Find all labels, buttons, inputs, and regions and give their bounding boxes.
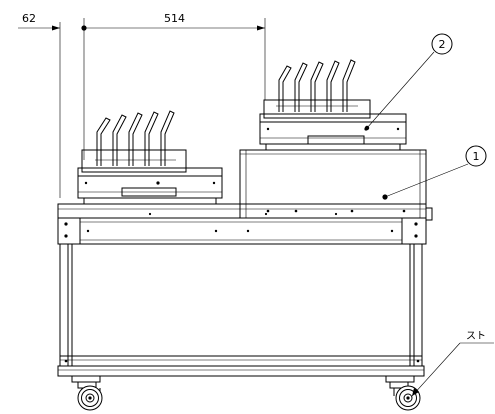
main-frame [57,203,427,377]
frame-gusset-right [401,217,427,245]
dimension-514-label: 514 [164,12,185,25]
caster-callout-label: スト [466,331,486,342]
dimension-group: 62 514 [18,12,266,198]
right-feed-slot [307,135,365,145]
left-feed-slot [121,187,177,197]
left-hopper-back [81,149,187,173]
balloon-2-circle [431,33,453,55]
frame-lower-rail [59,355,423,367]
frame-leg-right [413,243,423,367]
left-feeder-base [83,197,217,205]
right-feeder-body [259,121,407,145]
dimension-arrow-62 [52,25,60,31]
caster-callout-leader [411,342,461,397]
right-feeder-base [265,143,401,151]
caster-left [71,375,103,411]
dimension-arrow-514 [257,25,265,31]
balloon-1: 1 [384,145,487,198]
right-hopper-back [263,99,371,119]
frame-top-rail [57,203,427,219]
caster-callout: スト [411,331,494,397]
balloon-2-label: 2 [439,38,446,51]
right-cabinet-body [239,149,427,219]
frame-leg-left [59,243,69,367]
balloon-2-leader [366,51,435,129]
dimension-62-label: 62 [22,12,36,25]
right-feeder-unit [259,59,407,151]
balloon-1-leader [384,163,469,198]
balloon-1-label: 1 [473,150,480,163]
frame-upper-panel [79,217,403,245]
left-stacker-fingers [95,110,176,166]
right-cabinet [239,149,433,221]
balloon-1-circle [465,145,487,167]
frame-gusset-left [57,217,81,245]
left-feeder-unit [77,110,223,205]
left-feeder-body [77,175,223,199]
balloon-2: 2 [364,33,453,131]
frame-base-plate [57,365,425,377]
right-stacker-fingers [276,59,358,112]
datum-dot [81,25,87,31]
